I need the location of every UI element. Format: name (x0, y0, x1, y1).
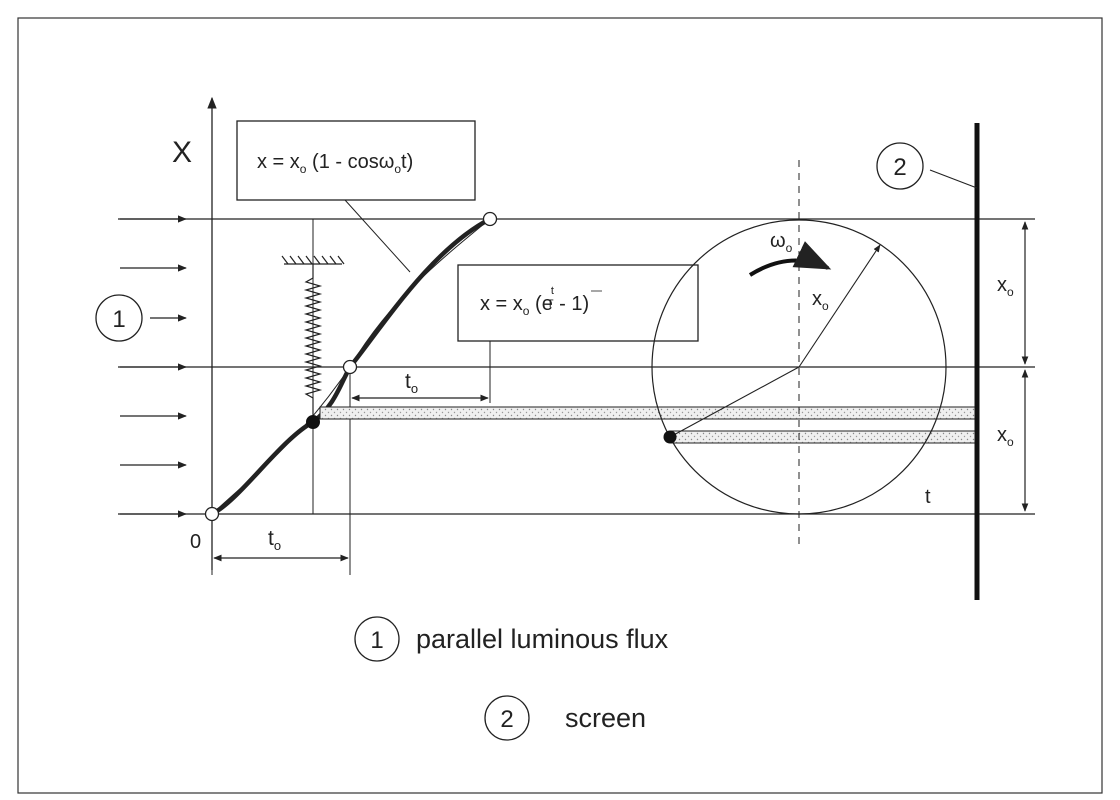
spring-coil (303, 264, 323, 422)
marker-2-circle (876, 142, 924, 190)
x0-label-lower: xo (997, 424, 1014, 449)
legend-2-number: 2 (500, 706, 513, 733)
formula-cosine: x = xo (1 - cosωot) (257, 151, 413, 176)
origin-label: 0 (190, 531, 201, 553)
formula-exponential-box (457, 264, 699, 342)
circle-point (663, 430, 677, 444)
midpoint (342, 359, 358, 375)
marker-2-leader (929, 169, 978, 189)
marker-2-label: 2 (893, 154, 906, 181)
x0-label-upper: xo (997, 274, 1014, 299)
t0-label-lower: to (268, 527, 281, 553)
legend-1-number: 1 (370, 627, 383, 654)
omega-label: ωo (770, 230, 793, 255)
formula-1-leader (344, 199, 411, 273)
t0-label-upper: to (405, 370, 418, 396)
t-label: t (925, 486, 931, 508)
radius-to-point (669, 366, 800, 438)
legend-2-text: screen (565, 703, 646, 733)
top-point (482, 211, 498, 227)
flux-arrows (120, 215, 187, 518)
legend-2-circle (484, 695, 530, 741)
legend-1-circle (354, 616, 400, 662)
ceiling-hatch (281, 255, 345, 265)
beam-upper (319, 406, 977, 420)
radius-arrow (798, 244, 881, 368)
legend-1-text: parallel luminous flux (416, 624, 669, 654)
radius-label: xo (812, 288, 829, 313)
legend: 1 parallel luminous flux 2 screen (354, 616, 669, 741)
marker-1-circle (95, 294, 143, 342)
x-axis-label: X (172, 136, 192, 169)
rotation-arrow (748, 241, 832, 277)
origin-point (204, 506, 220, 522)
spring-point (306, 415, 320, 429)
frame-border (17, 17, 1103, 794)
formula-cosine-box (236, 120, 476, 201)
marker-1-label: 1 (112, 306, 125, 333)
